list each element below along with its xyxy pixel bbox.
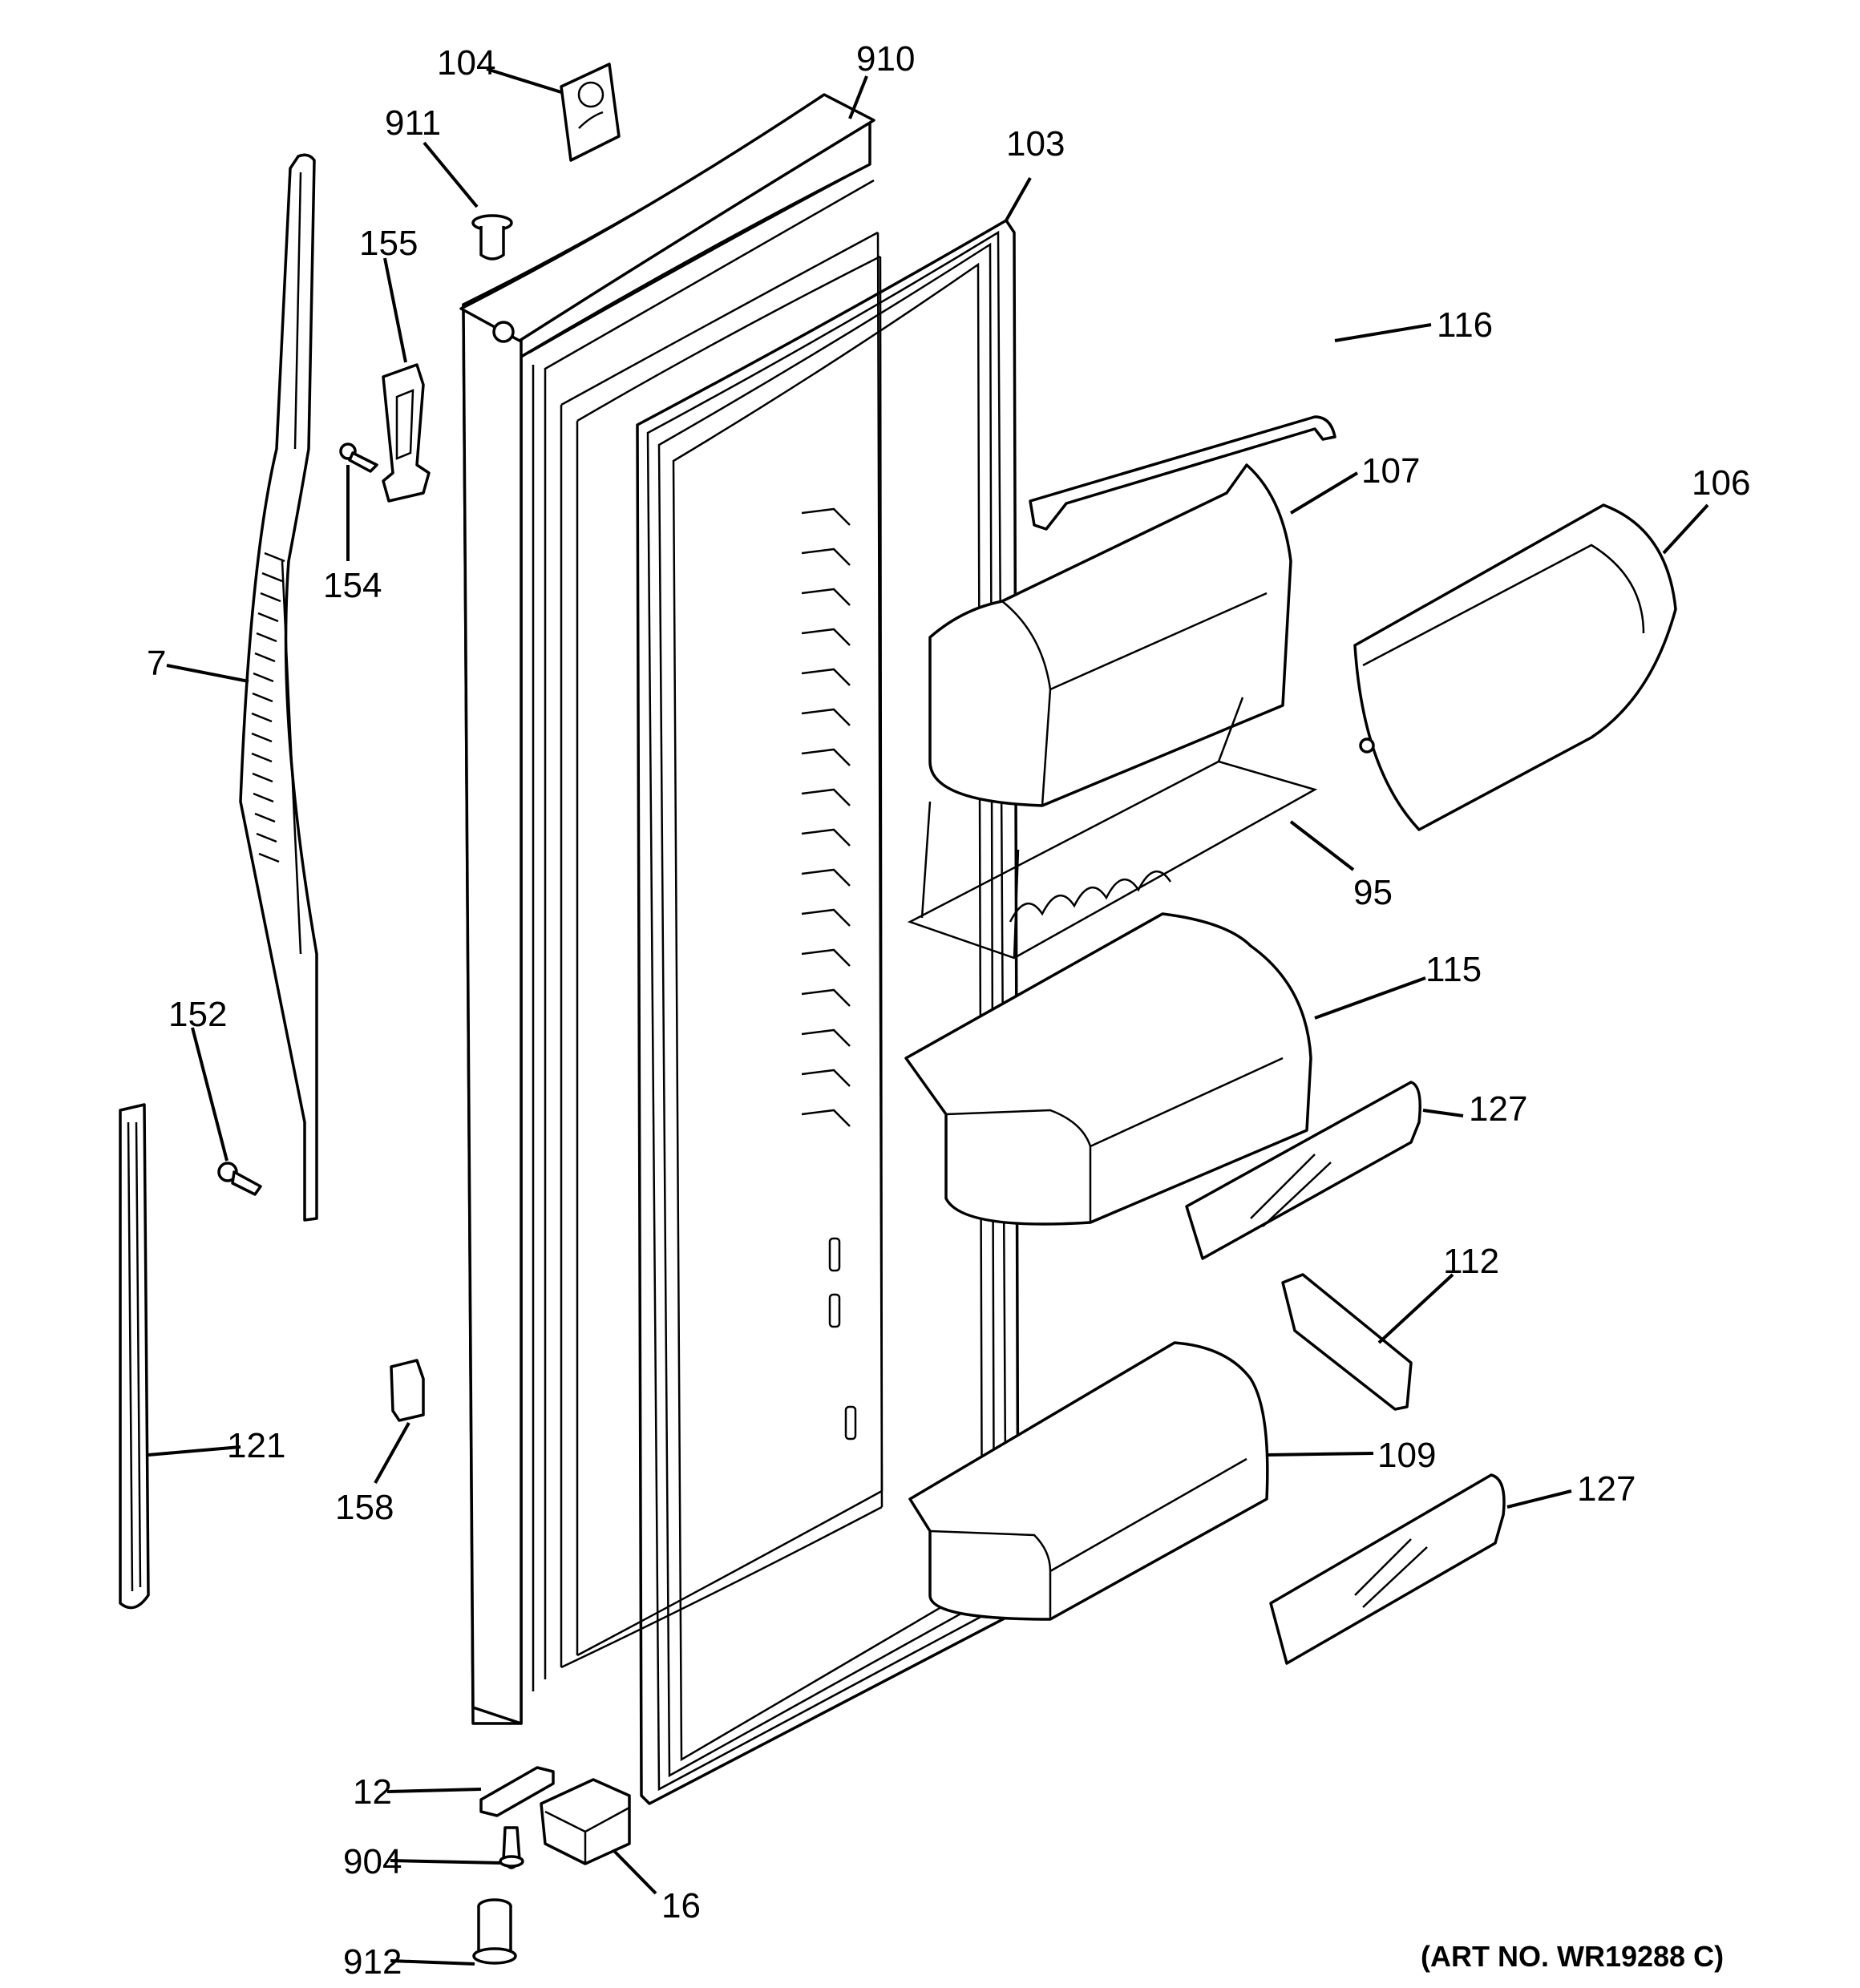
door-gasket [636,219,1020,1805]
callout-127-lower: 127 [1577,1469,1636,1509]
art-number: (ART NO. WR19288 C) [1421,1940,1724,1973]
nameplate-badge [560,63,621,162]
bin-door-lower [1269,1473,1506,1665]
callout-904: 904 [343,1842,402,1881]
hinge-bushing-top [471,214,513,261]
callout-106: 106 [1692,463,1750,503]
door-handle [239,153,318,1222]
callout-95: 95 [1353,873,1393,912]
bottom-hinge [540,1778,631,1865]
door-liner-ridges [801,507,857,1440]
screw-152 [217,1162,262,1196]
dairy-door [1353,503,1677,831]
callout-107: 107 [1361,451,1420,491]
dairy-door-rail [1029,415,1336,531]
callout-109: 109 [1377,1436,1436,1475]
hinge-screw [499,1826,524,1869]
bin-divider [1281,1273,1413,1411]
door-outer-frame [459,93,884,1725]
screw-154 [339,442,378,473]
dairy-bin [928,463,1292,807]
hinge-bushing-bottom [472,1898,517,1965]
callout-labels: 104 910 911 103 155 116 154 107 106 7 95… [147,39,1750,1982]
callout-103: 103 [1006,124,1065,164]
callout-155: 155 [359,224,418,263]
callout-12: 12 [353,1772,392,1812]
handle-bracket [382,363,431,503]
door-bin-lower [908,1341,1269,1621]
callout-leaders [148,67,1709,1966]
handle-trim [119,1103,150,1610]
callout-910: 910 [856,39,915,79]
trim-clip [390,1359,425,1422]
egg-rack [907,697,1318,960]
door-bin-upper [904,912,1312,1226]
bin-door-upper [1185,1081,1421,1260]
callout-912: 912 [343,1942,402,1982]
callout-7: 7 [147,644,166,683]
callout-112: 112 [1443,1242,1499,1281]
callout-116: 116 [1437,305,1493,345]
callout-115: 115 [1425,950,1482,989]
callout-152: 152 [168,995,227,1034]
callout-127-upper: 127 [1469,1089,1527,1129]
callout-16: 16 [661,1886,701,1925]
callout-158: 158 [335,1488,394,1527]
callout-911: 911 [385,103,441,143]
callout-154: 154 [323,566,382,605]
hinge-plate [479,1766,555,1817]
callout-121: 121 [227,1426,285,1465]
callout-104: 104 [437,43,495,83]
